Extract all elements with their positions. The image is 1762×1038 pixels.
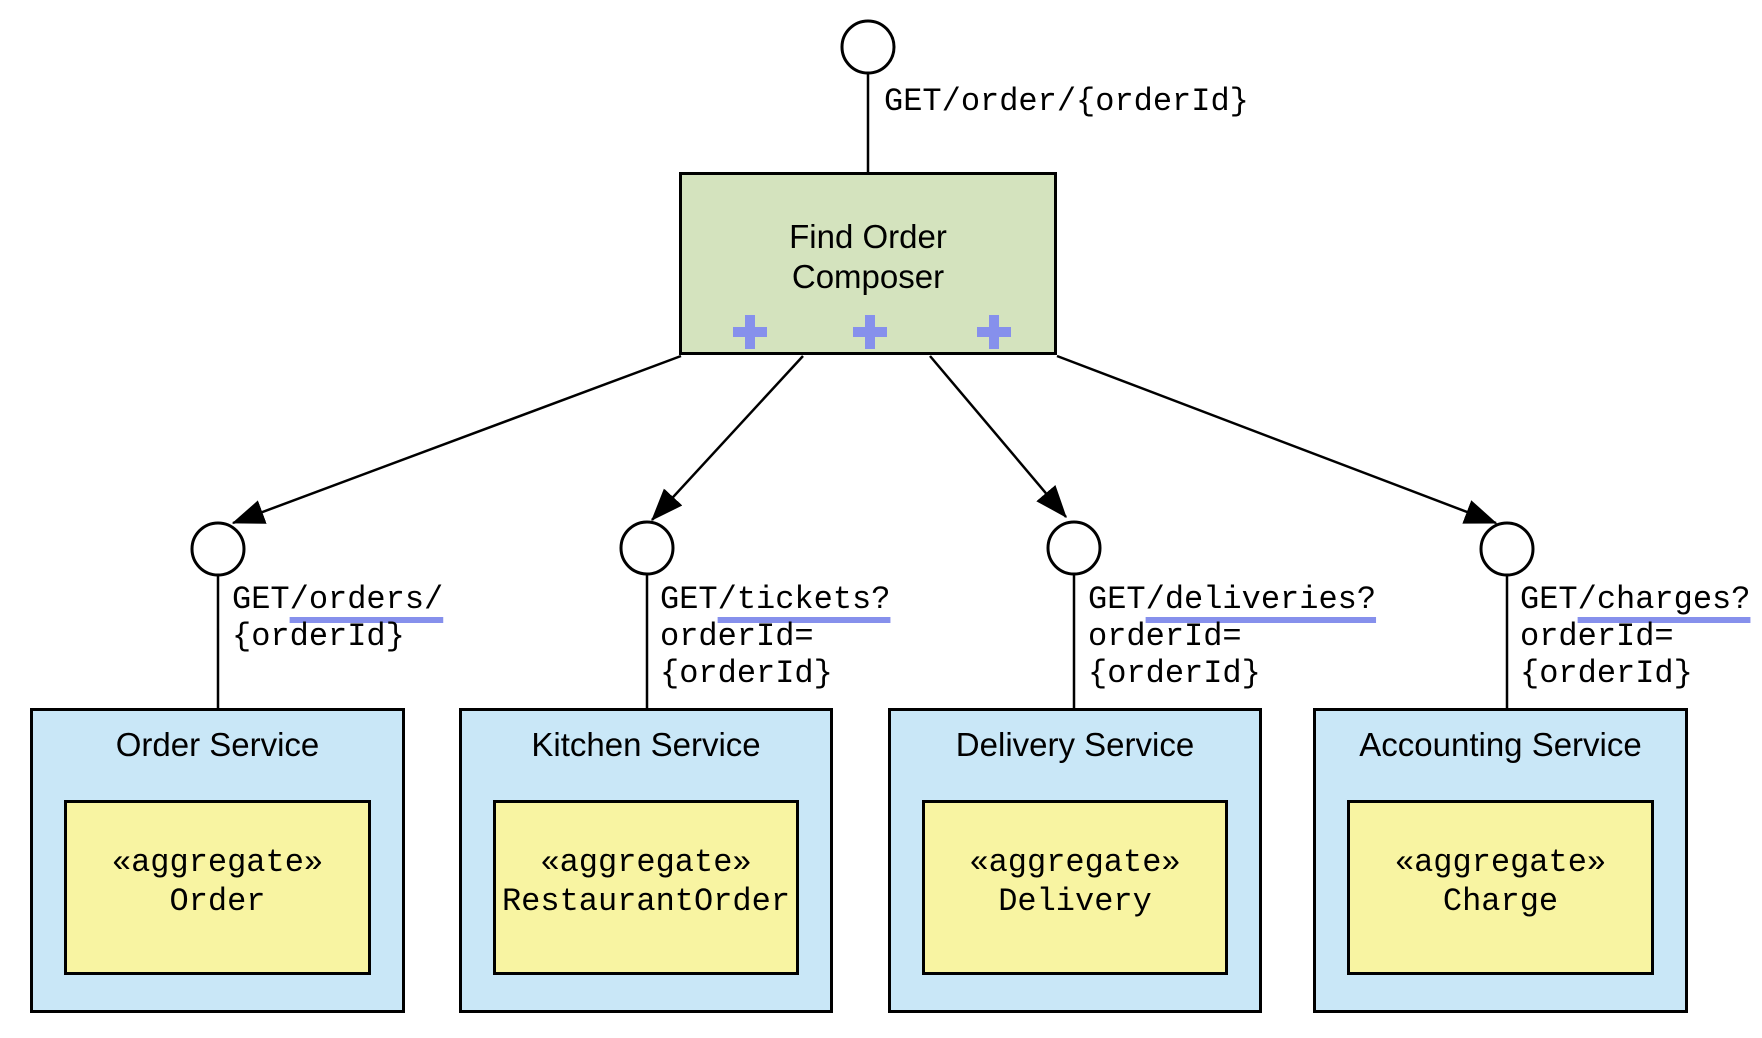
service-title: Accounting Service (1359, 726, 1642, 763)
accounting-endpoint-label: GET/charges? orderId= {orderId} (1520, 581, 1750, 692)
endpoint-line3: {orderId} (1088, 655, 1261, 692)
accounting-service-box: Accounting Service «aggregate» Charge (1313, 708, 1688, 1013)
aggregate-text: «aggregate» Order (67, 803, 368, 921)
aggregate-stereotype: «aggregate» (111, 844, 324, 881)
order-endpoint-label: GET/orders/ {orderId} (232, 581, 443, 655)
endpoint-line1: GET/charges? (1520, 581, 1750, 618)
order-aggregate-box: «aggregate» Order (64, 800, 371, 975)
aggregate-name: Delivery (998, 883, 1152, 920)
endpoint-line1: GET/deliveries? (1088, 581, 1376, 618)
endpoint-line2: orderId= (1520, 618, 1674, 655)
arrow-composer-to-accounting-service (1056, 354, 1498, 525)
plus-icon (733, 315, 767, 349)
find-order-composer-box: Find Order Composer (679, 172, 1057, 355)
endpoint-method: GET (1088, 581, 1146, 618)
aggregate-text: «aggregate» RestaurantOrder (496, 803, 796, 921)
plus-icon (977, 315, 1011, 349)
kitchen-service-box: Kitchen Service «aggregate» RestaurantOr… (459, 708, 833, 1013)
arrow-composer-to-order-service (231, 354, 682, 525)
endpoint-line2: orderId= (660, 618, 814, 655)
root-interface-lollipop-icon (840, 19, 896, 75)
delivery-aggregate-box: «aggregate» Delivery (922, 800, 1228, 975)
aggregate-stereotype: «aggregate» (969, 844, 1181, 881)
service-title: Order Service (115, 726, 320, 763)
arrow-composer-to-kitchen-service (651, 355, 804, 521)
endpoint-line1: GET/tickets? (660, 581, 890, 618)
aggregate-name: Order (169, 883, 266, 920)
accounting-aggregate-box: «aggregate» Charge (1347, 800, 1654, 975)
endpoint-method: GET (660, 581, 718, 618)
endpoint-path-underlined: /deliveries? (1145, 581, 1377, 618)
composer-title-line2: Composer (791, 258, 945, 295)
aggregate-name: RestaurantOrder (501, 883, 791, 920)
order-interface-lollipop-icon (190, 521, 246, 577)
delivery-service-box: Delivery Service «aggregate» Delivery (888, 708, 1262, 1013)
arrow-composer-to-delivery-service (929, 355, 1067, 518)
root-endpoint-text: GET/order/{orderId} (884, 83, 1249, 120)
endpoint-path-underlined: /tickets? (717, 581, 891, 618)
endpoint-line1: GET/orders/ (232, 581, 443, 618)
aggregate-text: «aggregate» Delivery (925, 803, 1225, 921)
endpoint-line3: {orderId} (1520, 655, 1693, 692)
endpoint-method: GET (232, 581, 290, 618)
endpoint-line3: {orderId} (660, 655, 833, 692)
plus-icon (853, 315, 887, 349)
service-title: Delivery Service (955, 726, 1195, 763)
composer-title: Find Order Composer (682, 175, 1054, 297)
aggregate-name: Charge (1442, 883, 1559, 920)
endpoint-line2: orderId= (1088, 618, 1242, 655)
aggregate-stereotype: «aggregate» (540, 844, 752, 881)
composer-title-line1: Find Order (789, 218, 947, 255)
endpoint-method: GET (1520, 581, 1578, 618)
endpoint-line2: {orderId} (232, 618, 405, 655)
kitchen-endpoint-label: GET/tickets? orderId= {orderId} (660, 581, 890, 692)
endpoint-path-underlined: /charges? (1577, 581, 1751, 618)
aggregate-text: «aggregate» Charge (1350, 803, 1651, 921)
aggregate-stereotype: «aggregate» (1394, 844, 1607, 881)
kitchen-interface-lollipop-icon (619, 520, 675, 576)
delivery-endpoint-label: GET/deliveries? orderId= {orderId} (1088, 581, 1376, 692)
accounting-interface-lollipop-icon (1479, 521, 1535, 577)
service-title: Kitchen Service (531, 726, 761, 763)
endpoint-path-underlined: /orders/ (289, 581, 444, 618)
root-endpoint-label: GET/order/{orderId} (884, 83, 1249, 120)
delivery-interface-lollipop-icon (1046, 520, 1102, 576)
kitchen-aggregate-box: «aggregate» RestaurantOrder (493, 800, 799, 975)
order-service-box: Order Service «aggregate» Order (30, 708, 405, 1013)
